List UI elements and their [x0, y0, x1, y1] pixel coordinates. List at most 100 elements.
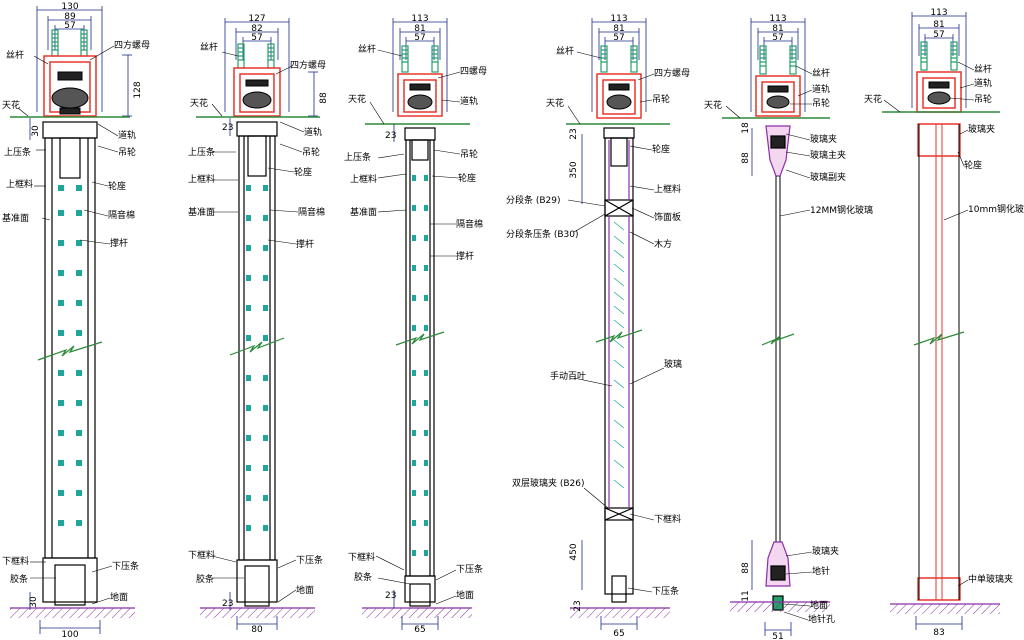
dim-top-inner: 57 — [613, 33, 624, 43]
acoustic-insulation — [58, 185, 82, 526]
top-dimensions — [750, 18, 806, 590]
dim-upper-gap: 18 — [741, 122, 751, 134]
dim-upper-gap: 23 — [385, 131, 396, 141]
threaded-rods — [401, 45, 439, 73]
label-screw-rod: 丝杆 — [200, 41, 218, 53]
top-dimensions — [224, 18, 318, 117]
label-lower-bead: 下压条 — [456, 563, 483, 575]
label-upper-frame: 上框料 — [188, 173, 215, 185]
dim-base-width: 51 — [772, 632, 783, 640]
panel-frame — [236, 121, 278, 607]
label-double-glass-clamp: 双层玻璃夹 (B26) — [512, 477, 585, 489]
label-lower-bead: 下压条 — [112, 560, 139, 572]
label-wood-block: 木方 — [654, 238, 672, 250]
hanging-wheel — [606, 83, 632, 110]
label-track: 道轨 — [304, 126, 322, 138]
dim-top-outer: 130 — [61, 2, 78, 12]
glass-frame — [917, 123, 961, 601]
label-datum: 基准面 — [2, 212, 29, 224]
bottom-dimension — [229, 118, 278, 630]
label-glass-clamp: 玻璃夹 — [968, 123, 995, 135]
track — [233, 67, 281, 117]
section-panel-1: 130 89 57 128 — [2, 2, 150, 640]
dim-side-height: 88 — [319, 92, 329, 104]
dim-top-inner: 57 — [772, 33, 783, 43]
dim-top-mid: 89 — [64, 12, 76, 22]
label-acoustic: 隔音棉 — [456, 218, 483, 230]
label-square-nut: 四方螺母 — [654, 67, 690, 79]
label-upper-bead: 上压条 — [344, 151, 371, 163]
dim-top-mid: 81 — [414, 24, 425, 34]
label-wheel: 吊轮 — [118, 146, 136, 158]
section-panel-5: 113 81 57 — [704, 14, 873, 640]
label-wheel-seat: 轮座 — [294, 166, 312, 178]
tempered-glass — [775, 176, 781, 542]
hanging-wheel — [51, 71, 89, 115]
break-line — [913, 331, 965, 346]
label-wheel-seat: 轮座 — [964, 159, 982, 171]
bottom-dimension — [915, 616, 963, 630]
label-gasket: 胶条 — [10, 573, 28, 585]
dim-top-mid: 81 — [933, 20, 944, 30]
label-track: 道轨 — [460, 95, 478, 107]
leader-lines — [369, 49, 461, 605]
label-screw-rod: 丝杆 — [6, 49, 24, 61]
threaded-rods — [600, 45, 638, 73]
label-sub-clamp: 玻璃副夹 — [810, 171, 846, 183]
label-ceiling: 天花 — [864, 93, 882, 105]
label-square-nut: 四方螺母 — [290, 59, 326, 71]
label-strut: 撑杆 — [296, 238, 314, 250]
label-veneer: 饰面板 — [654, 211, 681, 223]
label-main-clamp: 玻璃主夹 — [810, 149, 846, 161]
panel-frame — [603, 127, 635, 603]
dim-segment: 350 — [569, 161, 579, 178]
label-track: 道轨 — [812, 83, 830, 95]
break-line — [595, 329, 643, 343]
label-strut: 撑杆 — [456, 250, 474, 262]
label-wheel-seat: 轮座 — [108, 180, 126, 192]
break-line — [37, 341, 103, 361]
dim-top-inner: 57 — [414, 33, 425, 43]
label-track: 道轨 — [118, 129, 136, 141]
dim-bottom-gap: 11 — [741, 590, 751, 601]
section-panel-2: 127 82 57 88 — [188, 14, 329, 635]
label-segment-strip: 分段条 (B29) — [506, 194, 561, 206]
blinds — [613, 221, 625, 489]
label-tempered-glass: 12MM钢化玻璃 — [810, 204, 873, 216]
label-upper-frame: 上框料 — [654, 183, 681, 195]
dim-upper-gap: 23 — [222, 123, 233, 133]
label-wheel: 吊轮 — [812, 97, 830, 109]
label-upper-frame: 上框料 — [350, 173, 377, 185]
threaded-rods — [759, 45, 797, 75]
label-floor: 地面 — [296, 584, 314, 596]
acoustic-insulation — [246, 185, 268, 531]
floor-hatch — [730, 601, 830, 612]
dim-top-mid: 81 — [772, 24, 783, 34]
label-gasket: 胶条 — [354, 571, 372, 583]
dim-top-outer: 127 — [248, 14, 265, 24]
label-ceiling: 天花 — [348, 93, 366, 105]
hanging-wheel — [242, 79, 272, 109]
label-datum: 基准面 — [188, 206, 215, 218]
label-gasket: 胶条 — [196, 573, 214, 585]
leader-lines — [725, 65, 813, 621]
dim-base-width: 80 — [251, 625, 263, 635]
leader-lines — [567, 51, 665, 593]
top-dimensions — [911, 12, 967, 108]
dim-top-inner: 57 — [251, 33, 262, 43]
label-wheel-seat: 轮座 — [458, 172, 476, 184]
dim-bottom-gap: 23 — [573, 600, 583, 611]
dim-top-outer: 113 — [411, 14, 428, 24]
dim-upper-gap: 30 — [31, 125, 41, 137]
track — [43, 55, 97, 117]
label-glass: 玻璃 — [664, 358, 682, 370]
panel-frame — [404, 127, 436, 607]
floor-hatch — [10, 607, 135, 618]
label-wheel-seat: 轮座 — [652, 143, 670, 155]
section-panel-4: 113 81 57 350 450 — [506, 14, 690, 639]
label-ceiling: 天花 — [190, 97, 208, 109]
label-lower-bead: 下压条 — [296, 554, 323, 566]
label-floor: 地面 — [456, 589, 474, 601]
label-screw-rod: 丝杆 — [812, 67, 830, 79]
